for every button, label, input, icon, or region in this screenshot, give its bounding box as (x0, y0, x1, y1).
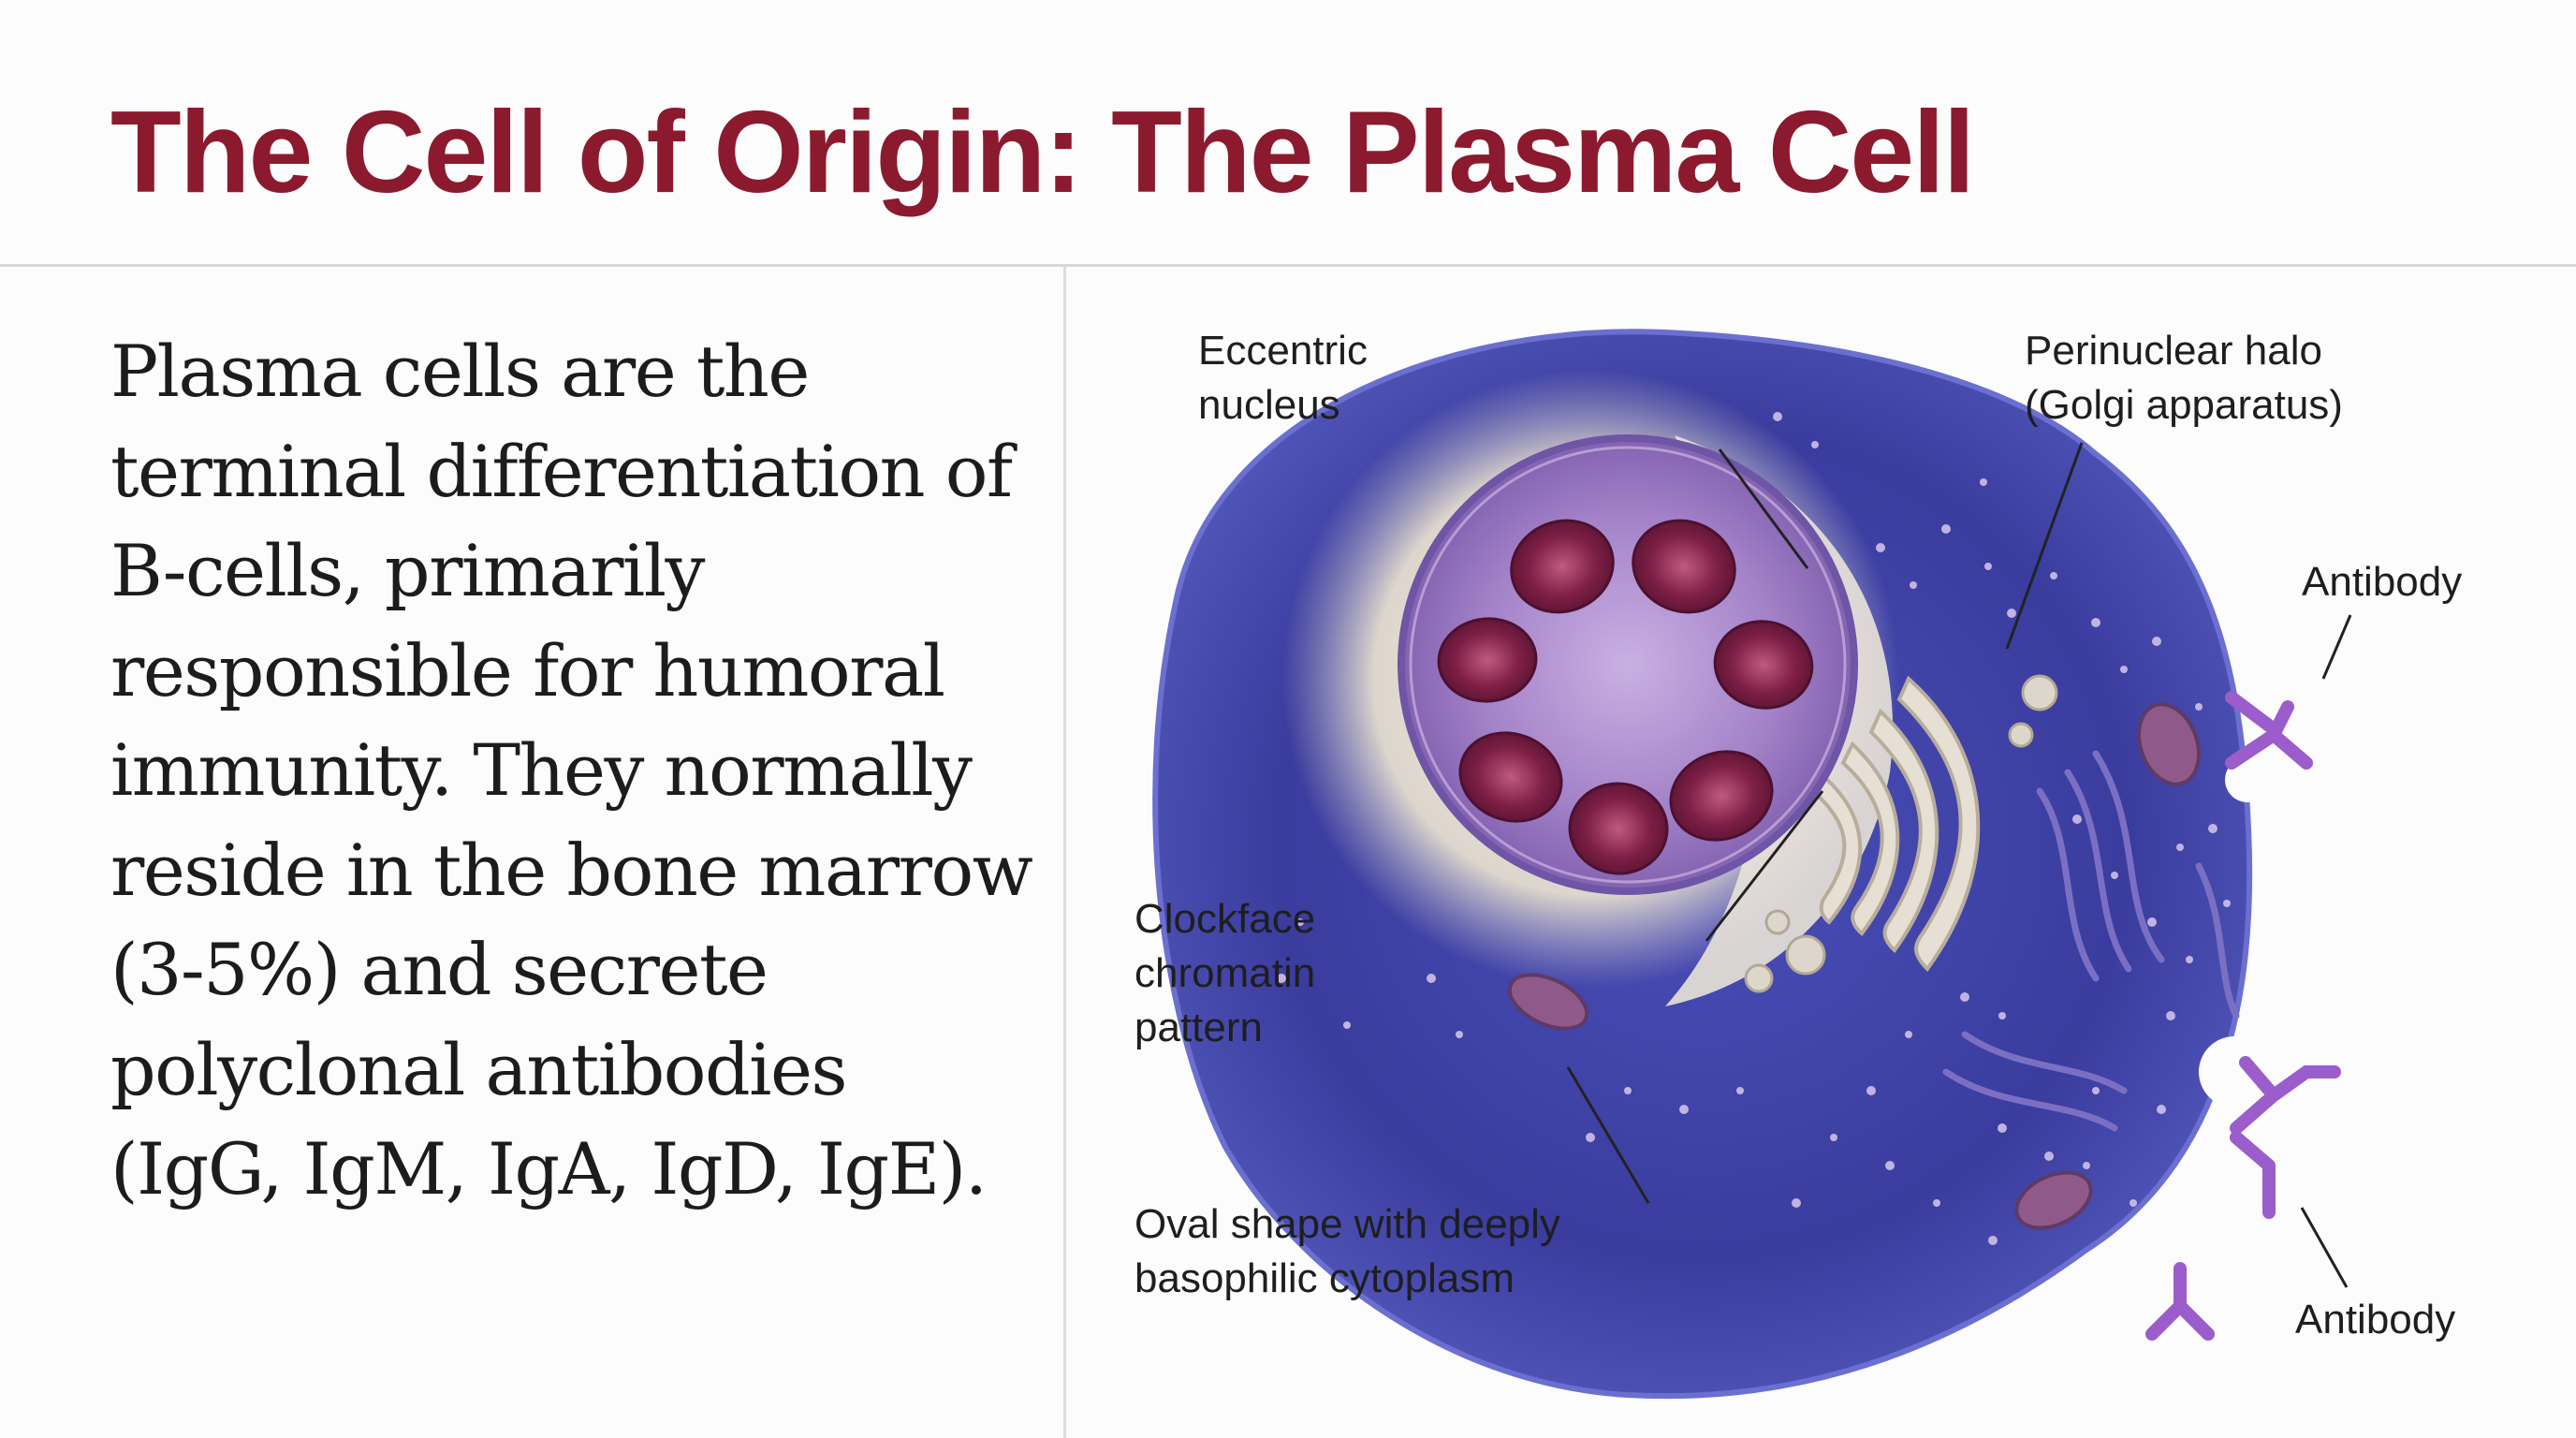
label-perinuclear-halo: Perinuclear halo (Golgi apparatus) (2025, 328, 2343, 428)
surface-notch (2199, 1036, 2270, 1108)
antibody-icon (2225, 691, 2313, 770)
body-line: (IgG, IgM, IgA, IgD, IgE). (110, 1127, 988, 1211)
golgi-apparatus (1812, 675, 1981, 973)
ribosome-dots (1277, 412, 2231, 1245)
label-eccentric-nucleus: Eccentric nucleus (1198, 328, 1379, 428)
body-line: terminal differentiation of (110, 429, 1013, 513)
golgi-vesicles (1744, 674, 2058, 993)
nuclear-envelope (1409, 446, 1847, 884)
body-line: immunity. They normally (110, 728, 973, 812)
body-line: responsible for humoral (110, 628, 945, 712)
label-oval-shape: Oval shape with deeply basophilic cytopl… (1134, 1201, 1572, 1301)
plasma-cell-diagram: Eccentric nucleus Perinuclear halo (Golg… (1134, 328, 2462, 1400)
rough-er (1942, 750, 2240, 1132)
label-clockface-chromatin: Clockface chromatin pattern (1134, 896, 1326, 1050)
body-line: Plasma cells are the (110, 330, 810, 413)
surface-notch (2225, 757, 2270, 802)
body-paragraph: Plasma cells are the terminal differenti… (110, 322, 1046, 1220)
body-line: (3-5%) and secrete (110, 928, 768, 1011)
antibody-icon (2230, 1056, 2341, 1219)
body-line: reside in the bone marrow (110, 828, 1033, 912)
title-divider (0, 264, 2576, 267)
label-antibody-top: Antibody (2302, 559, 2462, 605)
label-antibody-bottom: Antibody (2295, 1297, 2455, 1343)
body-line: B-cells, primarily (110, 529, 705, 612)
mitochondria (1507, 702, 2201, 1230)
antibody-icon (2145, 1262, 2215, 1341)
body-line: polyclonal antibodies (110, 1027, 847, 1111)
slide-title: The Cell of Origin: The Plasma Cell (110, 88, 1975, 217)
chromatin-clumps (1437, 519, 1814, 875)
column-divider (1063, 266, 1066, 1438)
leader-lines (1566, 442, 2352, 1288)
